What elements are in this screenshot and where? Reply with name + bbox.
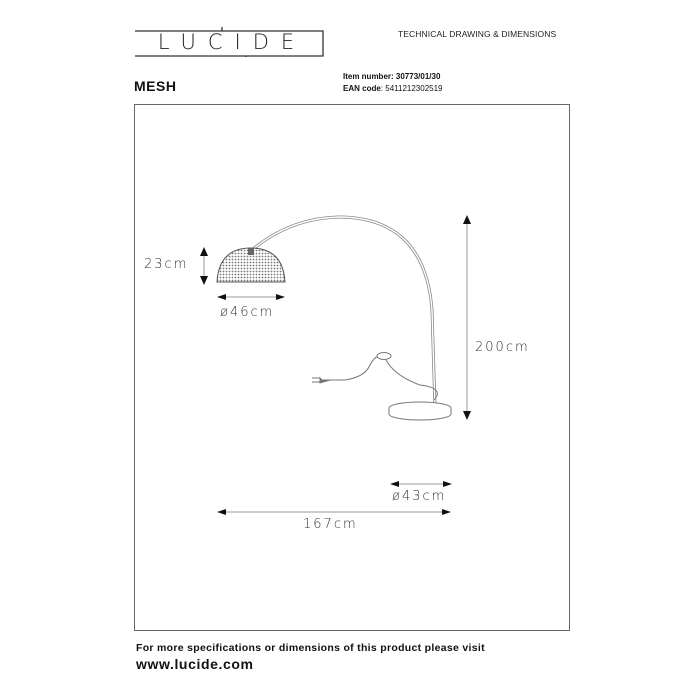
total-reach-arrow-icon — [217, 509, 451, 515]
logo-text: LUCIDE — [157, 30, 307, 54]
product-name: MESH — [134, 78, 177, 94]
total-height-arrow-icon — [463, 215, 471, 420]
ean-code: EAN code: 5411212302519 — [343, 84, 443, 93]
mesh-shade-icon — [216, 247, 286, 283]
shade-diameter-label: ø46cm — [220, 305, 275, 320]
shade-height-label: 23cm — [144, 257, 189, 272]
drawing-frame — [134, 104, 570, 631]
footer-note: For more specifications or dimensions of… — [136, 642, 485, 654]
item-number-label: Item number: — [343, 72, 394, 81]
total-reach-label: 167cm — [303, 517, 358, 532]
document-title: TECHNICAL DRAWING & DIMENSIONS — [398, 29, 557, 39]
power-cable-icon — [312, 352, 438, 401]
item-number-value: 30773/01/30 — [395, 72, 441, 81]
total-height-label: 200cm — [475, 340, 530, 355]
ean-value: : 5411212302519 — [380, 84, 443, 93]
base-diameter-label: ø43cm — [392, 489, 447, 504]
ean-label: EAN code — [343, 84, 381, 93]
arc-pole-icon — [251, 215, 437, 409]
lamp-base-icon — [388, 401, 452, 421]
logo-frame-icon — [135, 27, 324, 57]
item-number: Item number: 30773/01/30 — [343, 72, 440, 81]
lucide-logo: LUCIDE — [134, 27, 324, 57]
shade-height-arrow-icon — [200, 247, 208, 285]
shade-diameter-arrow-icon — [217, 294, 285, 300]
footer-url[interactable]: www.lucide.com — [136, 656, 254, 672]
base-diameter-arrow-icon — [390, 481, 452, 487]
